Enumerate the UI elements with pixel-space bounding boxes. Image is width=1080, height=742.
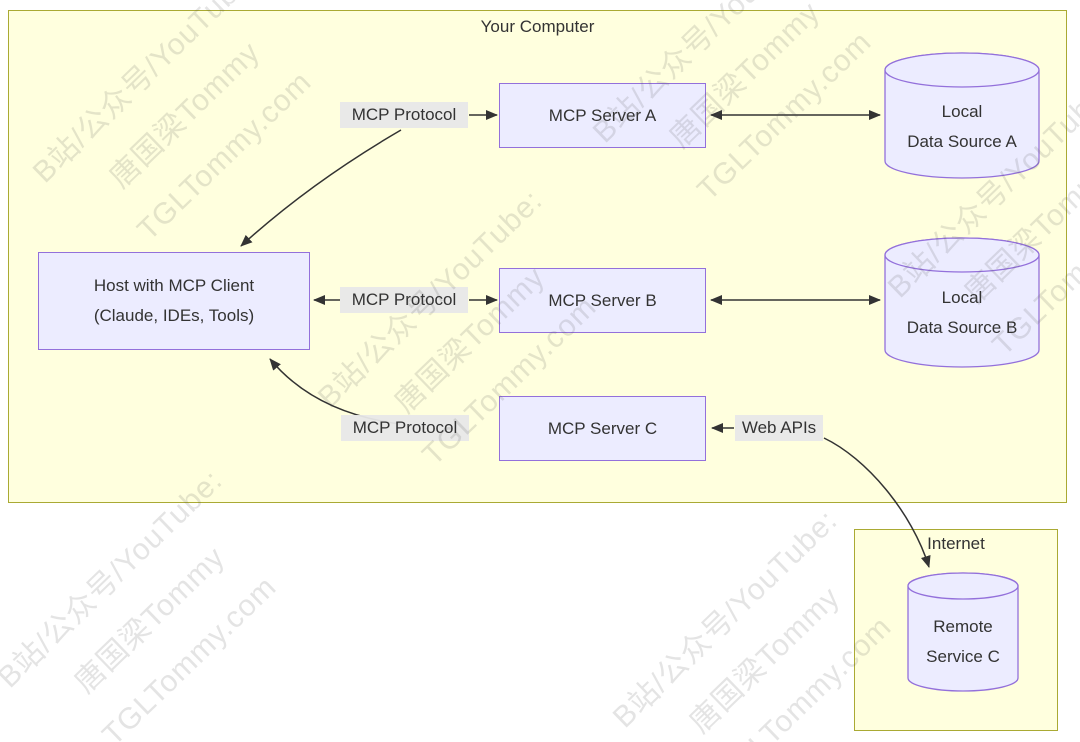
edge-label-mcp-protocol-a: MCP Protocol [340, 102, 468, 128]
arrow-label-a-to-host [240, 129, 402, 247]
mcp-server-a-label: MCP Server A [548, 105, 657, 125]
remote-service-c-label: Remote Service C [926, 617, 1000, 666]
mcp-server-b-node: MCP Server B [499, 268, 706, 333]
local-data-source-a-label: Local Data Source A [907, 102, 1017, 151]
host-node-line2: (Claude, IDEs, Tools) [93, 306, 255, 325]
edge-label-mcp-protocol-c: MCP Protocol [341, 415, 469, 441]
mcp-server-c-label: MCP Server C [547, 418, 658, 438]
remote-service-c-cylinder [907, 572, 1019, 692]
internet-group: Internet [854, 529, 1058, 731]
local-data-source-a-cylinder [884, 52, 1040, 179]
mcp-server-a-node: MCP Server A [499, 83, 706, 148]
mcp-server-c-node: MCP Server C [499, 396, 706, 461]
internet-group-title: Internet [927, 534, 985, 553]
arrow-webapis-to-remote-service [823, 437, 931, 568]
edge-label-web-apis: Web APIs [735, 415, 823, 441]
your-computer-group-title: Your Computer [480, 17, 595, 36]
local-data-source-b-cylinder [884, 237, 1040, 368]
host-node: Host with MCP Client (Claude, IDEs, Tool… [38, 252, 310, 350]
mcp-server-b-label: MCP Server B [548, 290, 657, 310]
local-data-source-b-label: Local Data Source B [906, 288, 1018, 337]
edge-label-mcp-protocol-b: MCP Protocol [340, 287, 468, 313]
host-node-line1: Host with MCP Client [93, 276, 255, 295]
